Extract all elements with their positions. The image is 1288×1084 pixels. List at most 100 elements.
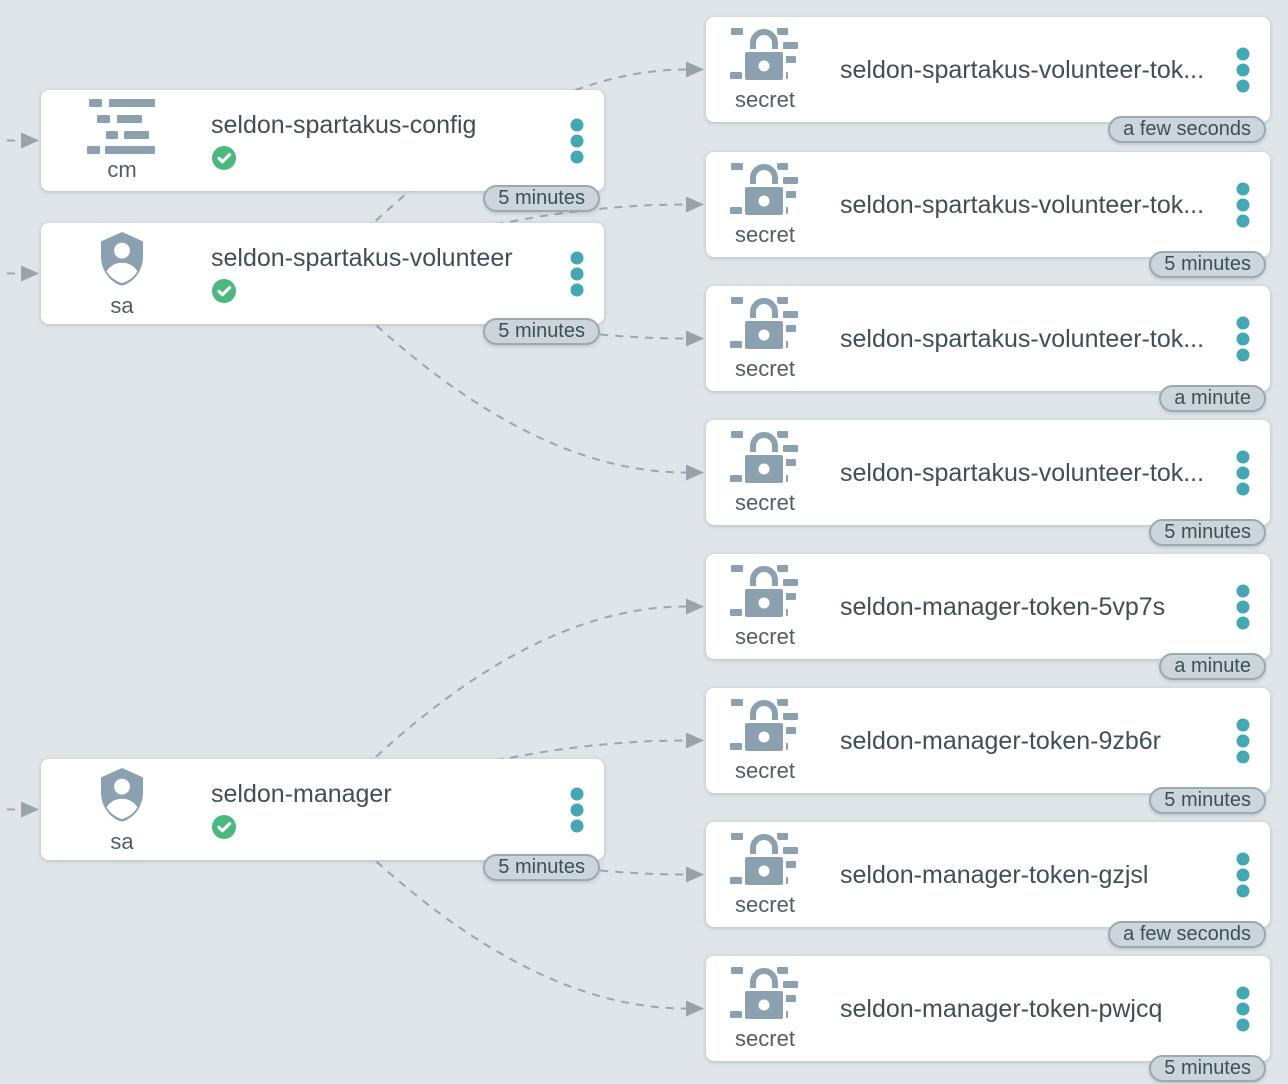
node-card-secret-6[interactable]: secret seldon-manager-token-9zb6r 5 minu…	[706, 688, 1270, 814]
configmap-icon	[87, 99, 157, 155]
kebab-menu-button[interactable]	[1236, 182, 1250, 228]
node-title-block: seldon-spartakus-volunteer-tok...	[840, 324, 1204, 354]
node-title-block: seldon-manager-token-gzjsl	[840, 860, 1148, 890]
node-card-sa-volunteer[interactable]: sa seldon-spartakus-volunteer 5 minutes	[41, 223, 604, 345]
node-title-block: seldon-manager	[211, 779, 392, 840]
secret-icon	[730, 832, 800, 890]
node-icon-block: secret	[712, 564, 818, 649]
kebab-menu-button[interactable]	[1236, 986, 1250, 1032]
node-icon-block: secret	[712, 832, 818, 917]
kebab-menu-button[interactable]	[1236, 316, 1250, 362]
secret-icon	[730, 430, 800, 488]
node-card-secret-8[interactable]: secret seldon-manager-token-pwjcq 5 minu…	[706, 956, 1270, 1082]
kebab-menu-button[interactable]	[570, 251, 584, 297]
node-kind-label: secret	[735, 222, 795, 247]
node-title-block: seldon-spartakus-volunteer-tok...	[840, 190, 1204, 220]
kebab-menu-button[interactable]	[570, 118, 584, 164]
service-account-icon	[101, 232, 143, 286]
node-card-secret-4[interactable]: secret seldon-spartakus-volunteer-tok...…	[706, 420, 1270, 546]
node-title: seldon-spartakus-volunteer-tok...	[840, 458, 1205, 487]
secret-icon	[730, 832, 798, 887]
age-badge: 5 minutes	[1149, 1055, 1266, 1082]
age-badge: 5 minutes	[1149, 787, 1266, 814]
node-title-block: seldon-spartakus-volunteer	[211, 243, 513, 304]
kebab-menu-button[interactable]	[1236, 47, 1250, 93]
node-kind-label: secret	[735, 758, 795, 783]
node-title-block: seldon-spartakus-volunteer-tok...	[840, 458, 1204, 488]
age-badge: 5 minutes	[483, 854, 600, 881]
secret-icon	[730, 162, 800, 220]
node-kind-label: secret	[735, 490, 795, 515]
edge-sa-manager-to-secret-8	[321, 808, 704, 1017]
node-kind-label: secret	[735, 87, 795, 112]
age-badge: 5 minutes	[483, 318, 600, 345]
node-card-cm-config[interactable]: cm seldon-spartakus-config 5 minutes	[41, 90, 604, 212]
kebab-menu-button[interactable]	[1236, 584, 1250, 630]
edge-sa-volunteer-to-secret-4	[321, 272, 704, 481]
node-kind-label: cm	[107, 157, 137, 182]
node-kind-label: secret	[735, 624, 795, 649]
secret-icon	[730, 698, 798, 753]
node-icon-block: cm	[69, 99, 175, 182]
node-title: seldon-manager-token-5vp7s	[840, 592, 1166, 621]
node-title: seldon-spartakus-volunteer-tok...	[840, 55, 1205, 84]
age-badge: 5 minutes	[1149, 251, 1266, 278]
node-card-secret-7[interactable]: secret seldon-manager-token-gzjsl a few …	[706, 822, 1270, 948]
status-ok-icon	[211, 145, 237, 171]
secret-icon	[730, 162, 798, 217]
node-kind-label: secret	[735, 892, 795, 917]
node-title: seldon-spartakus-volunteer	[211, 244, 513, 272]
secret-icon	[730, 564, 800, 622]
kebab-menu-button[interactable]	[570, 787, 584, 833]
node-card-secret-3[interactable]: secret seldon-spartakus-volunteer-tok...…	[706, 286, 1270, 412]
node-title-block: seldon-spartakus-config	[211, 110, 476, 171]
secret-icon	[730, 27, 798, 82]
node-card-secret-1[interactable]: secret seldon-spartakus-volunteer-tok...…	[706, 17, 1270, 143]
node-title: seldon-spartakus-volunteer-tok...	[840, 190, 1205, 219]
secret-icon	[730, 564, 798, 619]
node-title-block: seldon-manager-token-5vp7s	[840, 592, 1165, 622]
node-icon-block: secret	[712, 430, 818, 515]
node-title-block: seldon-spartakus-volunteer-tok...	[840, 55, 1204, 85]
age-badge: a few seconds	[1108, 116, 1266, 143]
status-ok-icon	[211, 814, 237, 840]
node-kind-label: secret	[735, 356, 795, 381]
secret-icon	[730, 966, 798, 1021]
age-badge: 5 minutes	[1149, 519, 1266, 546]
node-icon-block: secret	[712, 296, 818, 381]
node-icon-block: secret	[712, 27, 818, 112]
kebab-menu-button[interactable]	[1236, 718, 1250, 764]
node-icon-block: secret	[712, 162, 818, 247]
node-kind-label: secret	[735, 1026, 795, 1051]
secret-icon	[730, 966, 800, 1024]
node-icon-block: secret	[712, 698, 818, 783]
secret-icon	[730, 27, 800, 85]
kebab-menu-button[interactable]	[1236, 450, 1250, 496]
secret-icon	[730, 430, 798, 485]
service-account-icon	[94, 229, 150, 291]
status-ok-icon	[211, 278, 237, 304]
node-card-sa-manager[interactable]: sa seldon-manager 5 minutes	[41, 759, 604, 881]
node-title: seldon-spartakus-config	[211, 111, 477, 139]
node-icon-block: secret	[712, 966, 818, 1051]
age-badge: 5 minutes	[483, 185, 600, 212]
node-card-secret-2[interactable]: secret seldon-spartakus-volunteer-tok...…	[706, 152, 1270, 278]
node-title-block: seldon-manager-token-pwjcq	[840, 994, 1162, 1024]
node-icon-block: sa	[69, 765, 175, 854]
node-title: seldon-manager-token-pwjcq	[840, 994, 1163, 1023]
age-badge: a minute	[1159, 653, 1266, 680]
secret-icon	[730, 296, 800, 354]
node-title-block: seldon-manager-token-9zb6r	[840, 726, 1161, 756]
edge-sa-manager-to-secret-5	[321, 598, 704, 811]
node-title: seldon-manager	[211, 780, 392, 808]
node-title: seldon-manager-token-gzjsl	[840, 860, 1149, 889]
node-kind-label: sa	[110, 829, 134, 854]
node-title: seldon-manager-token-9zb6r	[840, 726, 1162, 755]
configmap-icon	[87, 99, 155, 154]
kebab-menu-button[interactable]	[1236, 852, 1250, 898]
secret-icon	[730, 296, 798, 351]
age-badge: a minute	[1159, 385, 1266, 412]
node-card-secret-5[interactable]: secret seldon-manager-token-5vp7s a minu…	[706, 554, 1270, 680]
node-icon-block: sa	[69, 229, 175, 318]
